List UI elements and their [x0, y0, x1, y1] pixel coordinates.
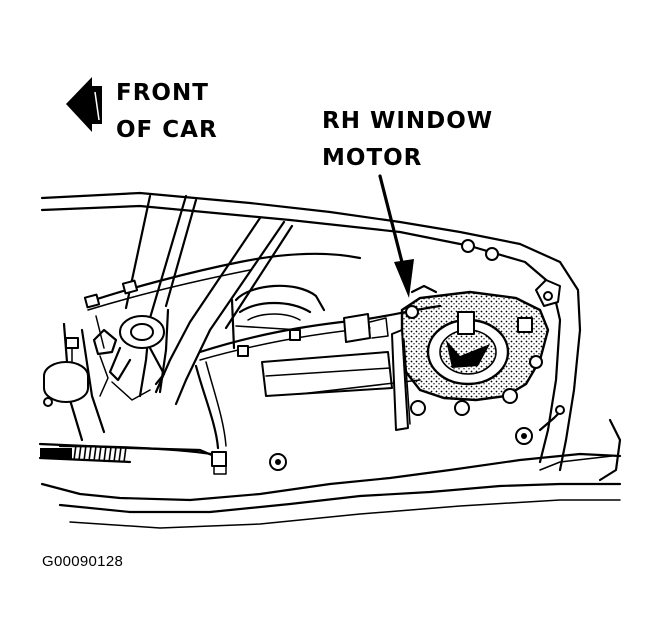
- door-inner-panel: [40, 191, 622, 529]
- front-of-car-label-line1: FRONT: [116, 80, 209, 106]
- mounting-holes: [269, 239, 565, 471]
- rh-window-motor-label-line2: MOTOR: [322, 145, 423, 171]
- front-of-car-label-line2: OF CAR: [116, 117, 218, 143]
- threaded-rod: [38, 442, 227, 475]
- latch-linkage: [108, 315, 166, 401]
- cable-clips: [83, 279, 389, 357]
- figure-id: G00090128: [42, 553, 124, 570]
- front-direction-arrow-icon: [66, 77, 102, 132]
- rh-window-motor-label-line1: RH WINDOW: [322, 108, 494, 134]
- door-lock-actuator: [43, 328, 118, 407]
- door-braces: [124, 194, 294, 406]
- window-motor: [391, 284, 550, 431]
- motor-callout-arrow: [378, 174, 414, 298]
